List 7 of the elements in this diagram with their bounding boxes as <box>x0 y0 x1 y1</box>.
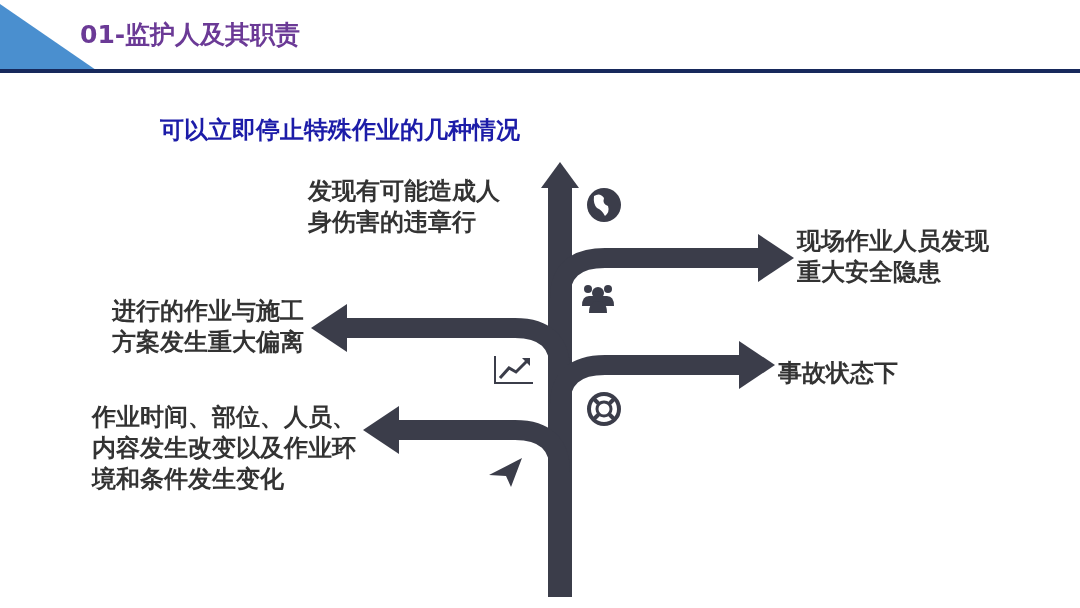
signpost-text: 事故状态下 <box>778 358 918 389</box>
slide-title: 01-监护人及其职责 <box>80 19 301 51</box>
heading: 可以立即停止特殊作业的几种情况 <box>160 115 520 146</box>
signpost-text: 现场作业人员发现重大安全隐患 <box>797 226 993 288</box>
signpost-text: 发现有可能造成人身伤害的违章行 <box>308 176 504 238</box>
signpost-text: 进行的作业与施工方案发生重大偏离 <box>112 296 308 358</box>
signpost-text: 作业时间、部位、人员、内容发生改变以及作业环境和条件发生变化 <box>92 402 360 495</box>
